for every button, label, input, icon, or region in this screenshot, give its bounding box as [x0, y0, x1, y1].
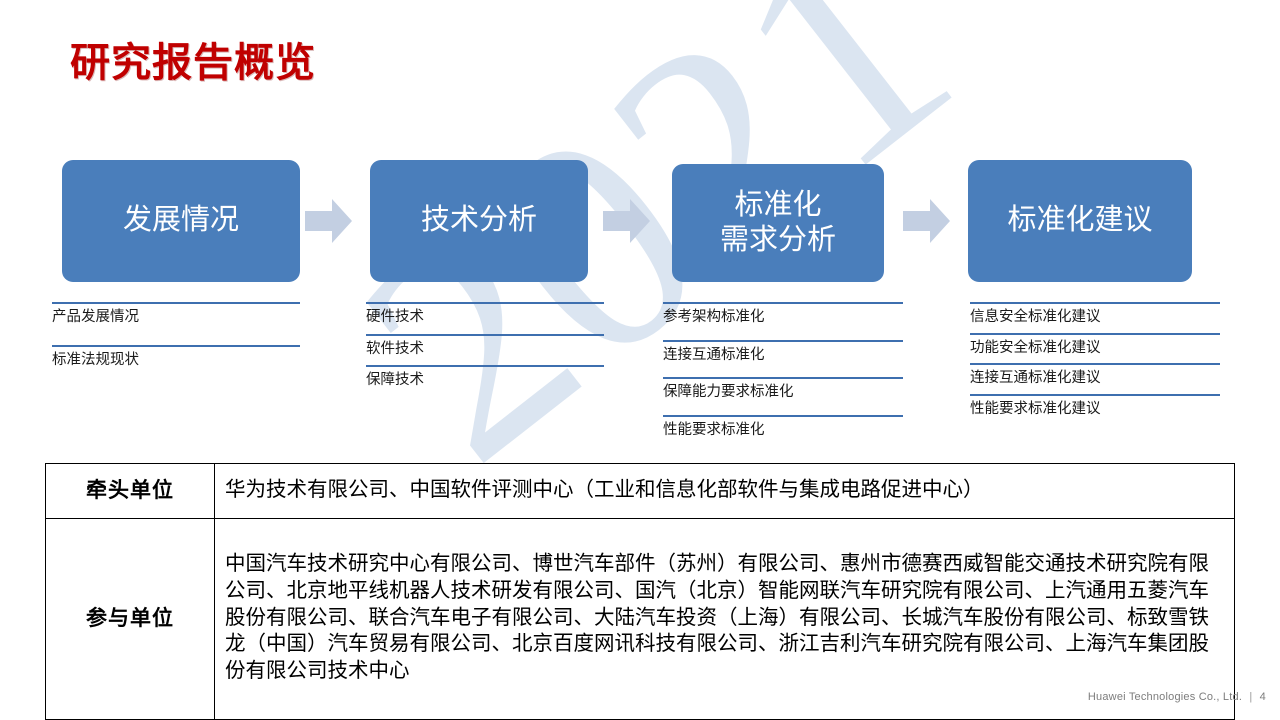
flow-box-development[interactable]: 发展情况: [62, 160, 300, 282]
process-flow-diagram: 发展情况 技术分析 标准化 需求分析 标准化建议: [52, 160, 1220, 439]
list-item[interactable]: 硬件技术: [366, 302, 604, 326]
list-item[interactable]: 连接互通标准化: [663, 339, 903, 364]
table-cell-lead-value: 华为技术有限公司、中国软件评测中心（工业和信息化部软件与集成电路促进中心）: [214, 463, 1235, 519]
footer-company: Huawei Technologies Co., Ltd.: [1087, 691, 1243, 703]
slide-footer: Huawei Technologies Co., Ltd. | 4: [1088, 691, 1266, 703]
list-item[interactable]: 软件技术: [366, 333, 604, 358]
table-cell-lead-label: 牵头单位: [45, 463, 215, 519]
table-row: 牵头单位 华为技术有限公司、中国软件评测中心（工业和信息化部软件与集成电路促进中…: [45, 463, 1235, 519]
flow-box-label: 技术分析: [420, 204, 537, 237]
list-item[interactable]: 性能要求标准化: [663, 415, 903, 439]
flow-box-standardization-advice[interactable]: 标准化建议: [968, 160, 1192, 282]
flow-items-standardization-advice: 信息安全标准化建议 功能安全标准化建议 连接互通标准化建议 性能要求标准化建议: [970, 302, 1220, 418]
organizations-table: 牵头单位 华为技术有限公司、中国软件评测中心（工业和信息化部软件与集成电路促进中…: [45, 463, 1235, 720]
footer-separator: |: [1249, 691, 1253, 703]
flow-items-technology: 硬件技术 软件技术 保障技术: [366, 302, 604, 389]
list-item[interactable]: 保障技术: [366, 365, 604, 389]
flow-box-label-line2: 需求分析: [719, 224, 836, 256]
list-item[interactable]: 功能安全标准化建议: [970, 332, 1220, 357]
list-item[interactable]: 信息安全标准化建议: [970, 302, 1220, 326]
list-item[interactable]: 产品发展情况: [52, 302, 300, 326]
flow-box-standardization-demand[interactable]: 标准化 需求分析: [672, 164, 884, 282]
arrow-right-icon-1: [305, 198, 353, 244]
list-item[interactable]: 参考架构标准化: [663, 302, 903, 326]
flow-box-technology[interactable]: 技术分析: [370, 160, 588, 282]
list-item[interactable]: 性能要求标准化建议: [970, 394, 1220, 418]
arrow-right-icon-3: [903, 198, 951, 244]
page-title: 研究报告概览: [70, 41, 316, 85]
flow-items-standardization-demand: 参考架构标准化 连接互通标准化 保障能力要求标准化 性能要求标准化: [663, 302, 903, 439]
list-item[interactable]: 保障能力要求标准化: [663, 377, 903, 401]
footer-page-number: 4: [1259, 691, 1266, 703]
list-item[interactable]: 标准法规现状: [52, 344, 300, 369]
table-cell-members-value: 中国汽车技术研究中心有限公司、博世汽车部件（苏州）有限公司、惠州市德赛西威智能交…: [214, 518, 1235, 720]
arrow-right-icon-2: [603, 198, 651, 244]
flow-box-label-line1: 标准化: [734, 188, 822, 221]
table-cell-members-label: 参与单位: [45, 518, 215, 720]
flow-items-development: 产品发展情况 标准法规现状: [52, 302, 300, 368]
table-row: 参与单位 中国汽车技术研究中心有限公司、博世汽车部件（苏州）有限公司、惠州市德赛…: [45, 518, 1235, 720]
flow-box-label: 标准化建议: [1007, 204, 1153, 237]
list-item[interactable]: 连接互通标准化建议: [970, 363, 1220, 387]
flow-box-label: 发展情况: [122, 204, 239, 237]
